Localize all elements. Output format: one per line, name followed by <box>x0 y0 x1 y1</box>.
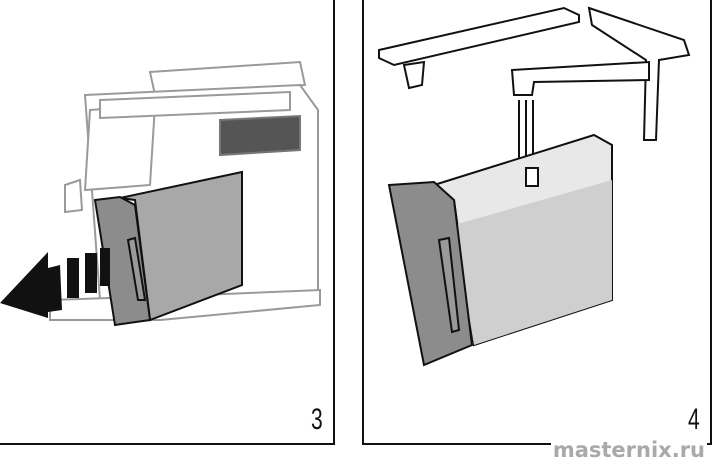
remove-water-tank-illustration <box>0 60 321 327</box>
step-3-panel: 3 <box>0 0 335 445</box>
watermark: masternix.ru <box>550 438 707 462</box>
pull-arrow-icon <box>0 248 110 318</box>
step-number: 4 <box>688 403 700 436</box>
step-4-panel: 4 <box>362 0 712 445</box>
tank-lid <box>378 6 580 90</box>
water-tank <box>93 170 243 327</box>
water-stream <box>518 100 534 165</box>
water-tank <box>387 133 613 367</box>
water-faucet <box>510 6 691 141</box>
step-number: 3 <box>311 403 323 436</box>
fill-water-tank-illustration <box>378 6 691 367</box>
